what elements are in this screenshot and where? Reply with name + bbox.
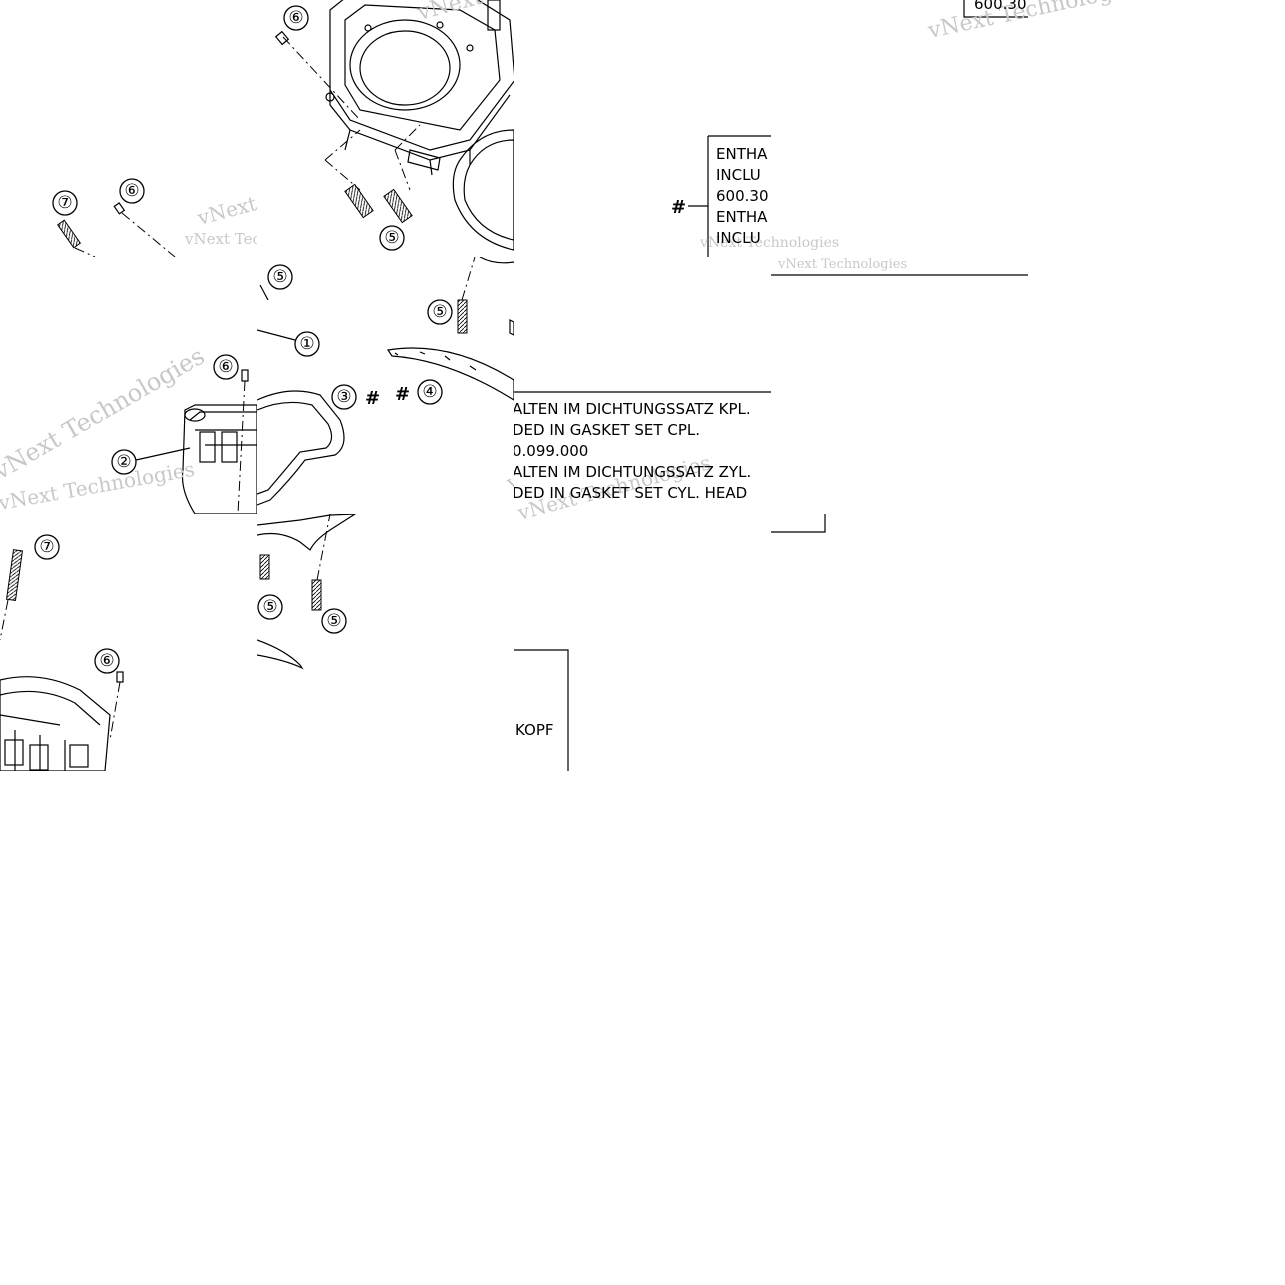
bolts-view: ⑤ ⑤	[257, 514, 357, 670]
legend-tile-a: ENTHA INCLU 600.30 ENTHA INCLU	[708, 136, 771, 257]
callout-6: ⑥	[288, 8, 303, 28]
note-line: 600.30	[716, 187, 769, 205]
note-line: 600.30	[974, 0, 1027, 13]
note-line: KOPF	[515, 721, 554, 739]
callout-4: ④	[422, 382, 437, 402]
callout-6: ⑥	[218, 357, 233, 377]
note-line: ALTEN IM DICHTUNGSSATZ ZYL.	[514, 463, 752, 481]
note-line: ENTHA	[716, 145, 768, 163]
legend-fragment-c	[514, 649, 569, 771]
callout-6: ⑥	[99, 651, 114, 671]
legend-tile-d: 600.30	[966, 0, 1028, 17]
note-line: INCLU	[716, 229, 761, 247]
note-line: 0.099.000	[514, 442, 589, 460]
watermark: vNext Technologies	[184, 230, 334, 248]
cylinder-head-view: ⑥ ② vNext Technologies vNext Technologie…	[0, 342, 257, 514]
callout-7: ⑦	[57, 193, 72, 213]
legend-fragment-d: vNext Technologies	[925, 0, 1145, 44]
studs-view: ⑦ ⑥ vNext Technologies vNext Technologie…	[52, 155, 393, 257]
hash-mark: #	[395, 384, 410, 405]
callout-5: ⑤	[326, 611, 341, 631]
callout-5: ⑤	[262, 597, 277, 617]
legend-tile-b: ALTEN IM DICHTUNGSSATZ KPL. DED IN GASKE…	[514, 397, 771, 514]
callout-5: ⑤	[432, 302, 447, 322]
note-line: ALTEN IM DICHTUNGSSATZ KPL.	[514, 400, 751, 418]
note-line: DED IN GASKET SET CYL. HEAD	[514, 484, 748, 502]
note-line: INCLU	[716, 166, 761, 184]
note-line: DED IN GASKET SET CPL.	[514, 421, 700, 439]
legend-fragment-a: # vNext Technologies	[671, 135, 839, 257]
hash-mark: #	[365, 388, 380, 409]
watermark: vNext Technologies	[699, 235, 839, 251]
callout-2: ②	[116, 452, 131, 472]
watermark: vNext Technologies	[925, 0, 1145, 44]
callout-3: ③	[336, 387, 351, 407]
callout-5: ⑤	[384, 228, 399, 248]
callout-6: ⑥	[124, 181, 139, 201]
watermark: vNext Technologies	[414, 0, 633, 26]
legend-tile-c: KOPF	[514, 720, 568, 750]
cylinder-lower-view: ⑦ ⑥	[0, 534, 124, 771]
watermark: vNext Technologies	[777, 257, 907, 272]
note-line: ENTHA	[716, 208, 768, 226]
callout-5: ⑤	[272, 267, 287, 287]
callout-1: ①	[299, 334, 314, 354]
hash-mark: #	[671, 197, 686, 218]
legend-fragment-e: vNext Technologies	[771, 257, 1028, 533]
callout-7: ⑦	[39, 537, 54, 557]
watermark: vNext Technologies	[194, 155, 393, 230]
cylinder-top-view: ⑥ ⑤ vNext Technologies	[274, 0, 633, 251]
